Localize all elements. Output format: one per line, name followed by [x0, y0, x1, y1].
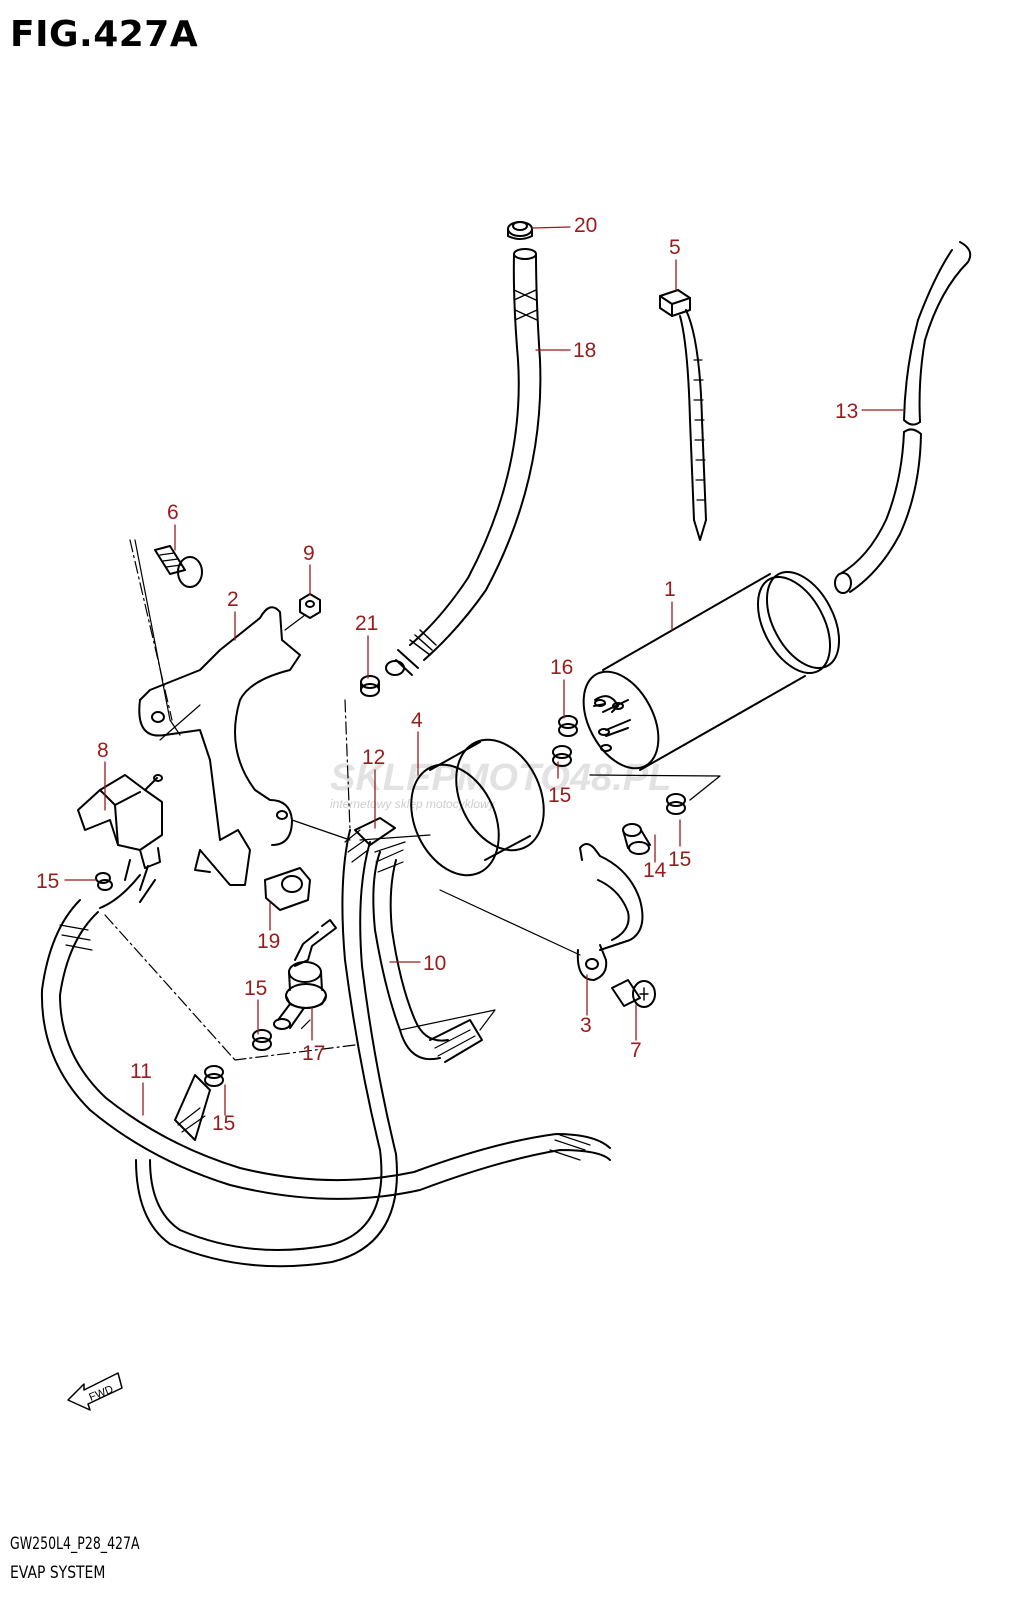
- callout-15-right: 15: [668, 848, 691, 871]
- callout-5: 5: [669, 236, 681, 259]
- callout-15-center: 15: [548, 784, 571, 807]
- clamp-15-bottom: [204, 1065, 224, 1087]
- callout-4: 4: [411, 709, 423, 732]
- cable-tie-5: [659, 289, 707, 541]
- watermark: SKLEPMOTO48.PL internetowy sklep motocyk…: [330, 757, 671, 811]
- figure-title: FIG.427A: [10, 14, 199, 55]
- screw-7: [611, 979, 656, 1008]
- callout-1: 1: [664, 578, 676, 601]
- callout-17: 17: [302, 1042, 325, 1065]
- figure-code: GW250L4_P28_427A: [10, 1534, 140, 1554]
- callout-19: 19: [257, 930, 280, 953]
- clamp-15-left: [95, 872, 113, 891]
- callout-20: 20: [574, 214, 597, 237]
- clamp-15-right: [666, 793, 686, 815]
- filter-17: [273, 919, 337, 1030]
- callout-15-bottom: 15: [212, 1112, 235, 1135]
- leader-lines-right: [589, 774, 721, 801]
- clamp-15-lower: [252, 1029, 272, 1051]
- bracket-2: [134, 539, 351, 886]
- callout-10: 10: [423, 952, 446, 975]
- callout-15-lower: 15: [244, 977, 267, 1000]
- canister-1: [582, 570, 841, 771]
- hose-18: [385, 248, 542, 676]
- hose-11: [40, 874, 611, 1200]
- watermark-brand: SKLEPMOTO48.PL: [330, 757, 671, 799]
- grommet-19: [264, 867, 311, 911]
- bolt-6: [154, 545, 203, 588]
- hose-13: [834, 241, 972, 594]
- clamp-20: [507, 221, 533, 240]
- clamp-21: [360, 675, 380, 697]
- callout-15-left: 15: [36, 870, 59, 893]
- callouts: 20 5 18 13 6 9 2 1 21 16 4 8 12 15 15 14…: [36, 214, 858, 1135]
- callout-2: 2: [227, 588, 239, 611]
- callout-3: 3: [580, 1014, 592, 1037]
- callout-11: 11: [130, 1060, 152, 1083]
- clamp-16: [558, 715, 578, 737]
- cap-14: [622, 823, 651, 855]
- callout-16: 16: [550, 656, 573, 679]
- clamp-15-center: [552, 745, 572, 767]
- watermark-tagline: internetowy sklep motocyklowy: [330, 797, 496, 811]
- callout-leaders: [64, 226, 905, 1116]
- nut-9: [299, 593, 321, 619]
- bracket-3: [576, 843, 644, 981]
- callout-8: 8: [97, 739, 109, 762]
- callout-6: 6: [167, 501, 179, 524]
- figure-name: EVAP SYSTEM: [10, 1563, 106, 1583]
- hose-12: [135, 817, 398, 1268]
- callout-21: 21: [355, 612, 378, 635]
- callout-12: 12: [362, 746, 385, 769]
- fwd-arrow-icon: FWD: [67, 1372, 123, 1411]
- valve-8: [77, 704, 201, 891]
- callout-18: 18: [573, 339, 596, 362]
- callout-13: 13: [835, 400, 858, 423]
- callout-14: 14: [643, 859, 667, 882]
- alignment-lines: [104, 539, 356, 1061]
- callout-7: 7: [630, 1039, 642, 1062]
- callout-9: 9: [303, 542, 315, 565]
- sleeve-4: [359, 738, 581, 956]
- hose-10: [372, 841, 496, 1063]
